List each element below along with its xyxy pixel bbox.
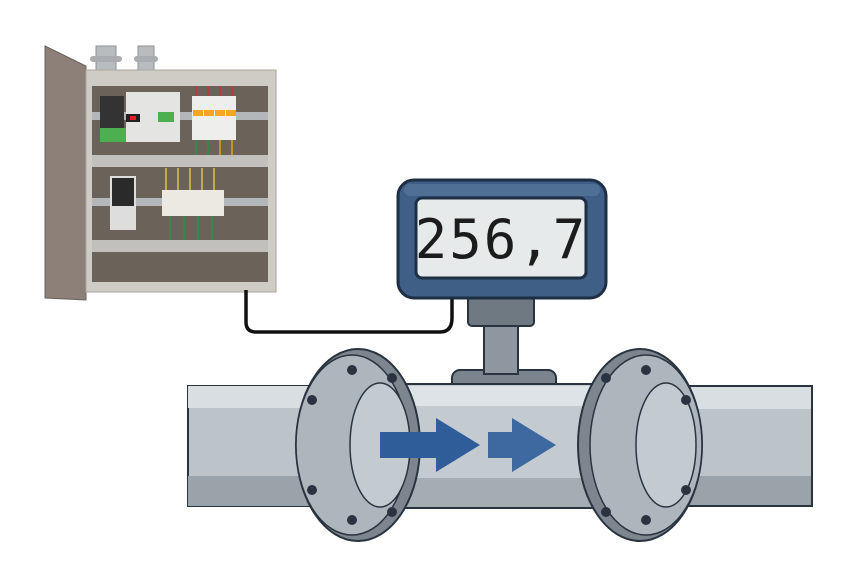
circuit-breakers (192, 96, 236, 140)
cabinet-door (44, 45, 87, 301)
meter-display: 256,7 (396, 178, 608, 300)
terminal-blocks (162, 190, 224, 216)
flow-arrow-1 (380, 418, 480, 472)
terminal-green (100, 128, 126, 142)
flow-reading: 256,7 (415, 208, 588, 271)
meter-stem (451, 295, 557, 395)
control-cabinet (44, 45, 277, 301)
signal-cable (244, 290, 454, 334)
flow-arrow-2 (488, 418, 556, 472)
lcd-screen (414, 196, 588, 280)
arrow-right-icon (380, 418, 556, 472)
flange-right (577, 348, 703, 542)
